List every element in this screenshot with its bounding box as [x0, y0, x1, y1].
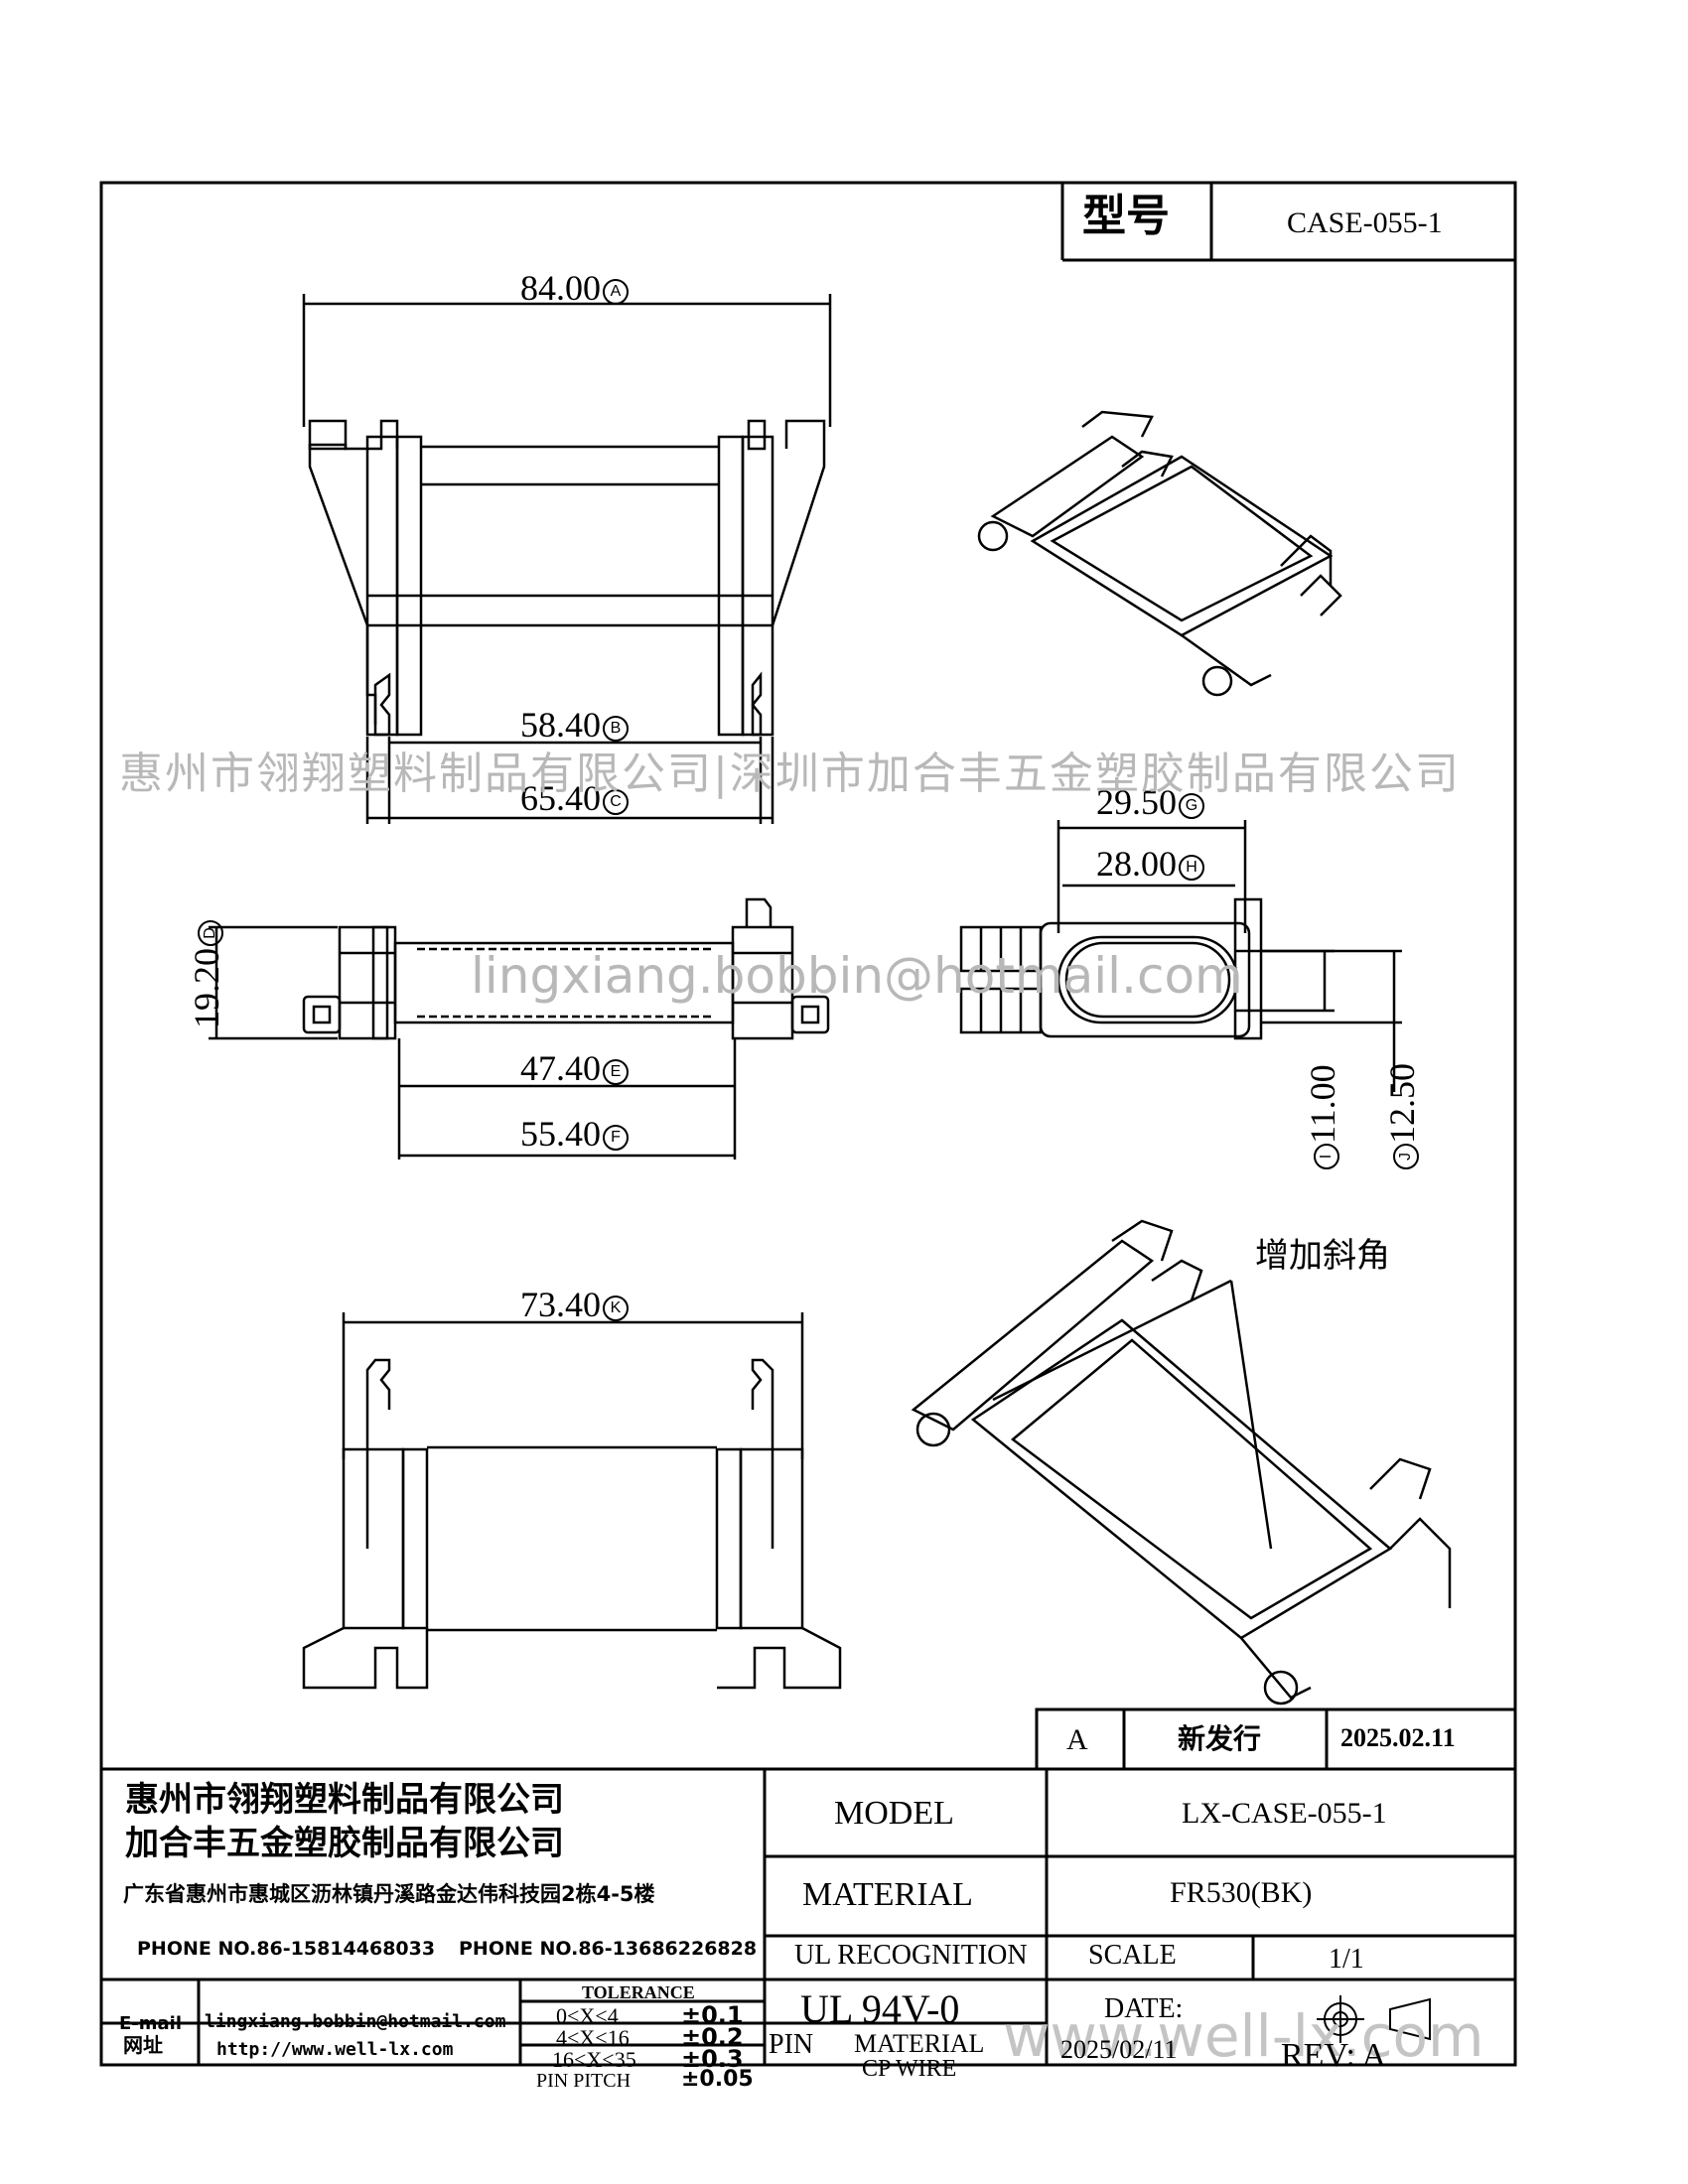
- view-front: [209, 897, 830, 1160]
- model-label: MODEL: [834, 1795, 954, 1832]
- scale-label: SCALE: [1088, 1940, 1177, 1971]
- model-value: LX-CASE-055-1: [1182, 1797, 1387, 1830]
- ul-label: UL RECOGNITION: [794, 1940, 1028, 1971]
- watermark-company: 惠州市翎翔塑料制品有限公司|深圳市加合丰五金塑胶制品有限公司: [119, 749, 1461, 799]
- web-label: 网址: [123, 2033, 163, 2057]
- pin-material-line1: MATERIAL: [854, 2029, 985, 2058]
- tolerance-value-3: ±0.3: [681, 2045, 744, 2073]
- pin-material-line2: CP WIRE: [862, 2056, 957, 2082]
- title-block-grid: [101, 1767, 1515, 2065]
- material-label: MATERIAL: [802, 1876, 973, 1913]
- phone-1: PHONE NO.86-15814468033: [137, 1938, 436, 1960]
- web-value[interactable]: http://www.well-lx.com: [216, 2039, 454, 2060]
- tolerance-range-3: 16<X<35: [552, 2047, 636, 2072]
- revision-description: 新发行: [1178, 1722, 1262, 1755]
- type-value: CASE-055-1: [1287, 206, 1443, 239]
- tolerance-value-4: ±0.05: [681, 2067, 754, 2092]
- rev-label: REV: A: [1281, 2037, 1387, 2074]
- tolerance-value-2: ±0.2: [681, 2023, 744, 2051]
- email-label: E-mail: [119, 2013, 183, 2034]
- material-value: FR530(BK): [1170, 1876, 1313, 1909]
- ul-value: UL 94V-0: [800, 1986, 960, 2031]
- watermark-website: www.well-lx.com: [1003, 2002, 1484, 2070]
- type-title-box: [1060, 183, 1515, 262]
- chamfer-annotation: 增加斜角: [1255, 1236, 1390, 1276]
- dim-d: 19.20D: [187, 920, 226, 1028]
- date-label: DATE:: [1104, 1993, 1184, 2024]
- watermark-email: lingxiang.bobbin@hotmail.com: [471, 947, 1243, 1005]
- tolerance-range-1: 0<X<4: [556, 2003, 619, 2028]
- tolerance-range-4: PIN PITCH: [536, 2070, 632, 2092]
- tolerance-value-1: ±0.1: [681, 2001, 744, 2029]
- tolerance-range-2: 4<X<16: [556, 2025, 630, 2050]
- company-address: 广东省惠州市惠城区沥林镇丹溪路金达伟科技园2栋4-5楼: [123, 1882, 655, 1906]
- phone-2: PHONE NO.86-13686226828: [459, 1938, 758, 1960]
- company-name-1: 惠州市翎翔塑料制品有限公司: [125, 1780, 564, 1820]
- view-bottom: [302, 1312, 842, 1690]
- type-label: 型号: [1082, 191, 1170, 241]
- view-top: [302, 294, 832, 824]
- revision-date: 2025.02.11: [1340, 1723, 1456, 1752]
- tolerance-header: TOLERANCE: [582, 1982, 695, 2002]
- dim-i: I11.00: [1303, 1064, 1342, 1171]
- iso-view-large: [911, 1219, 1452, 1706]
- dim-j: J12.50: [1382, 1063, 1422, 1171]
- iso-view-small: [977, 410, 1342, 697]
- projection-symbol-icon: [1317, 1995, 1431, 2043]
- company-name-2: 加合丰五金塑胶制品有限公司: [125, 1824, 564, 1863]
- drawing-border: [99, 181, 1517, 2067]
- email-value[interactable]: lingxiang.bobbin@hotmail.com: [205, 2011, 506, 2032]
- revision-letter: A: [1066, 1723, 1088, 1756]
- scale-value: 1/1: [1329, 1944, 1364, 1975]
- view-side: [959, 820, 1402, 1092]
- pin-label: PIN: [769, 2029, 814, 2060]
- date-value: 2025/02/11: [1060, 2035, 1178, 2064]
